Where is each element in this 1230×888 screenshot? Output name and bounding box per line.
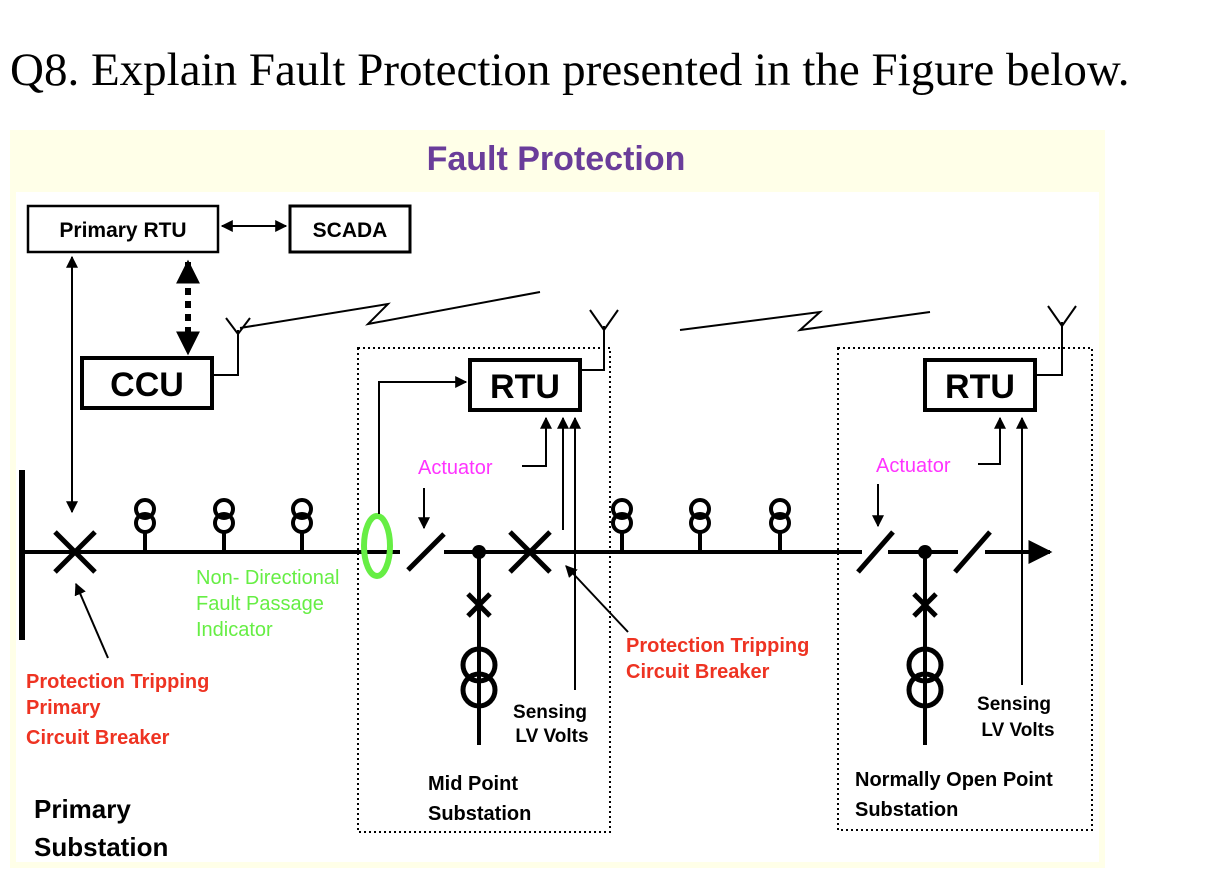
svg-text:Sensing: Sensing: [513, 702, 587, 723]
load-symbols-2: [611, 498, 791, 552]
svg-text:Primary: Primary: [34, 794, 131, 824]
fpi-label: Non- Directional Fault Passage Indicator: [196, 567, 339, 641]
nop-sensing-label: Sensing LV Volts: [977, 694, 1055, 741]
nop-transformer: [906, 646, 944, 709]
svg-text:Substation: Substation: [34, 832, 168, 862]
radio-link-1: [239, 291, 541, 329]
primary-breaker-label: Protection Tripping Primary Circuit Brea…: [26, 671, 209, 749]
diagram-canvas: [16, 192, 1099, 862]
question-text: Q8. Explain Fault Protection presented i…: [10, 44, 1130, 96]
load-symbols-1: [134, 498, 313, 552]
nop-rtu-antenna: [1035, 305, 1077, 376]
nop-switch-2: [953, 530, 992, 574]
mid-breaker-label: Protection Tripping Circuit Breaker: [626, 635, 809, 683]
svg-text:Circuit Breaker: Circuit Breaker: [26, 727, 170, 749]
primary-substation-label: Primary Substation: [34, 794, 168, 862]
svg-text:LV Volts: LV Volts: [515, 726, 588, 747]
svg-text:Primary: Primary: [26, 697, 101, 719]
svg-text:Substation: Substation: [855, 799, 958, 821]
nop-actuator-link: [978, 416, 1006, 465]
nop-rtu-label: RTU: [945, 368, 1015, 406]
svg-text:Fault Passage: Fault Passage: [196, 593, 324, 615]
nop-switch-1: [856, 530, 895, 574]
fpi-rtu-link: [378, 376, 468, 514]
ccu-antenna: [212, 317, 251, 376]
svg-text:LV Volts: LV Volts: [981, 720, 1054, 741]
mid-sectionaliser: [406, 532, 446, 572]
scada-box: [288, 204, 412, 254]
ccu-label: CCU: [110, 366, 184, 404]
fault-passage-indicator: [361, 513, 393, 579]
mid-rtu-antenna: [580, 309, 619, 371]
svg-text:Protection Tripping: Protection Tripping: [26, 671, 209, 693]
svg-text:Sensing: Sensing: [977, 694, 1051, 715]
diagram-title: Fault Protection: [427, 140, 686, 178]
svg-text:Protection Tripping: Protection Tripping: [626, 635, 809, 657]
nop-substation-label: Normally Open Point Substation: [855, 769, 1053, 821]
mid-point-substation-box: [357, 347, 611, 833]
primary-breaker: [53, 530, 97, 574]
ccu-box: [80, 356, 214, 410]
primary-rtu-box: [26, 204, 220, 254]
nop-rtu-box: [923, 358, 1037, 412]
svg-text:Substation: Substation: [428, 803, 531, 825]
mid-rtu-box: [468, 358, 582, 412]
nop-branch-breaker: [912, 592, 938, 618]
mid-circuit-breaker: [508, 530, 552, 574]
svg-text:Circuit Breaker: Circuit Breaker: [626, 661, 770, 683]
svg-text:Indicator: Indicator: [196, 619, 273, 641]
normally-open-point-box: [837, 347, 1093, 831]
primary-rtu-label: Primary RTU: [59, 219, 186, 242]
mid-breaker-pointer: [565, 565, 629, 633]
mid-actuator-label: Actuator: [418, 457, 493, 479]
primary-breaker-pointer: [74, 582, 109, 659]
nop-actuator-label: Actuator: [876, 455, 951, 477]
svg-text:Non- Directional: Non- Directional: [196, 567, 339, 589]
radio-link-2: [679, 310, 931, 332]
mid-transformer: [460, 646, 498, 709]
mid-rtu-label: RTU: [490, 368, 560, 406]
svg-text:Normally Open Point: Normally Open Point: [855, 769, 1053, 791]
mid-point-substation-label: Mid Point Substation: [428, 773, 531, 825]
svg-text:Mid Point: Mid Point: [428, 773, 518, 795]
mid-actuator-link: [522, 416, 552, 467]
mid-sensing-label: Sensing LV Volts: [513, 702, 589, 747]
scada-label: SCADA: [313, 219, 388, 242]
mid-branch-breaker: [466, 592, 492, 618]
